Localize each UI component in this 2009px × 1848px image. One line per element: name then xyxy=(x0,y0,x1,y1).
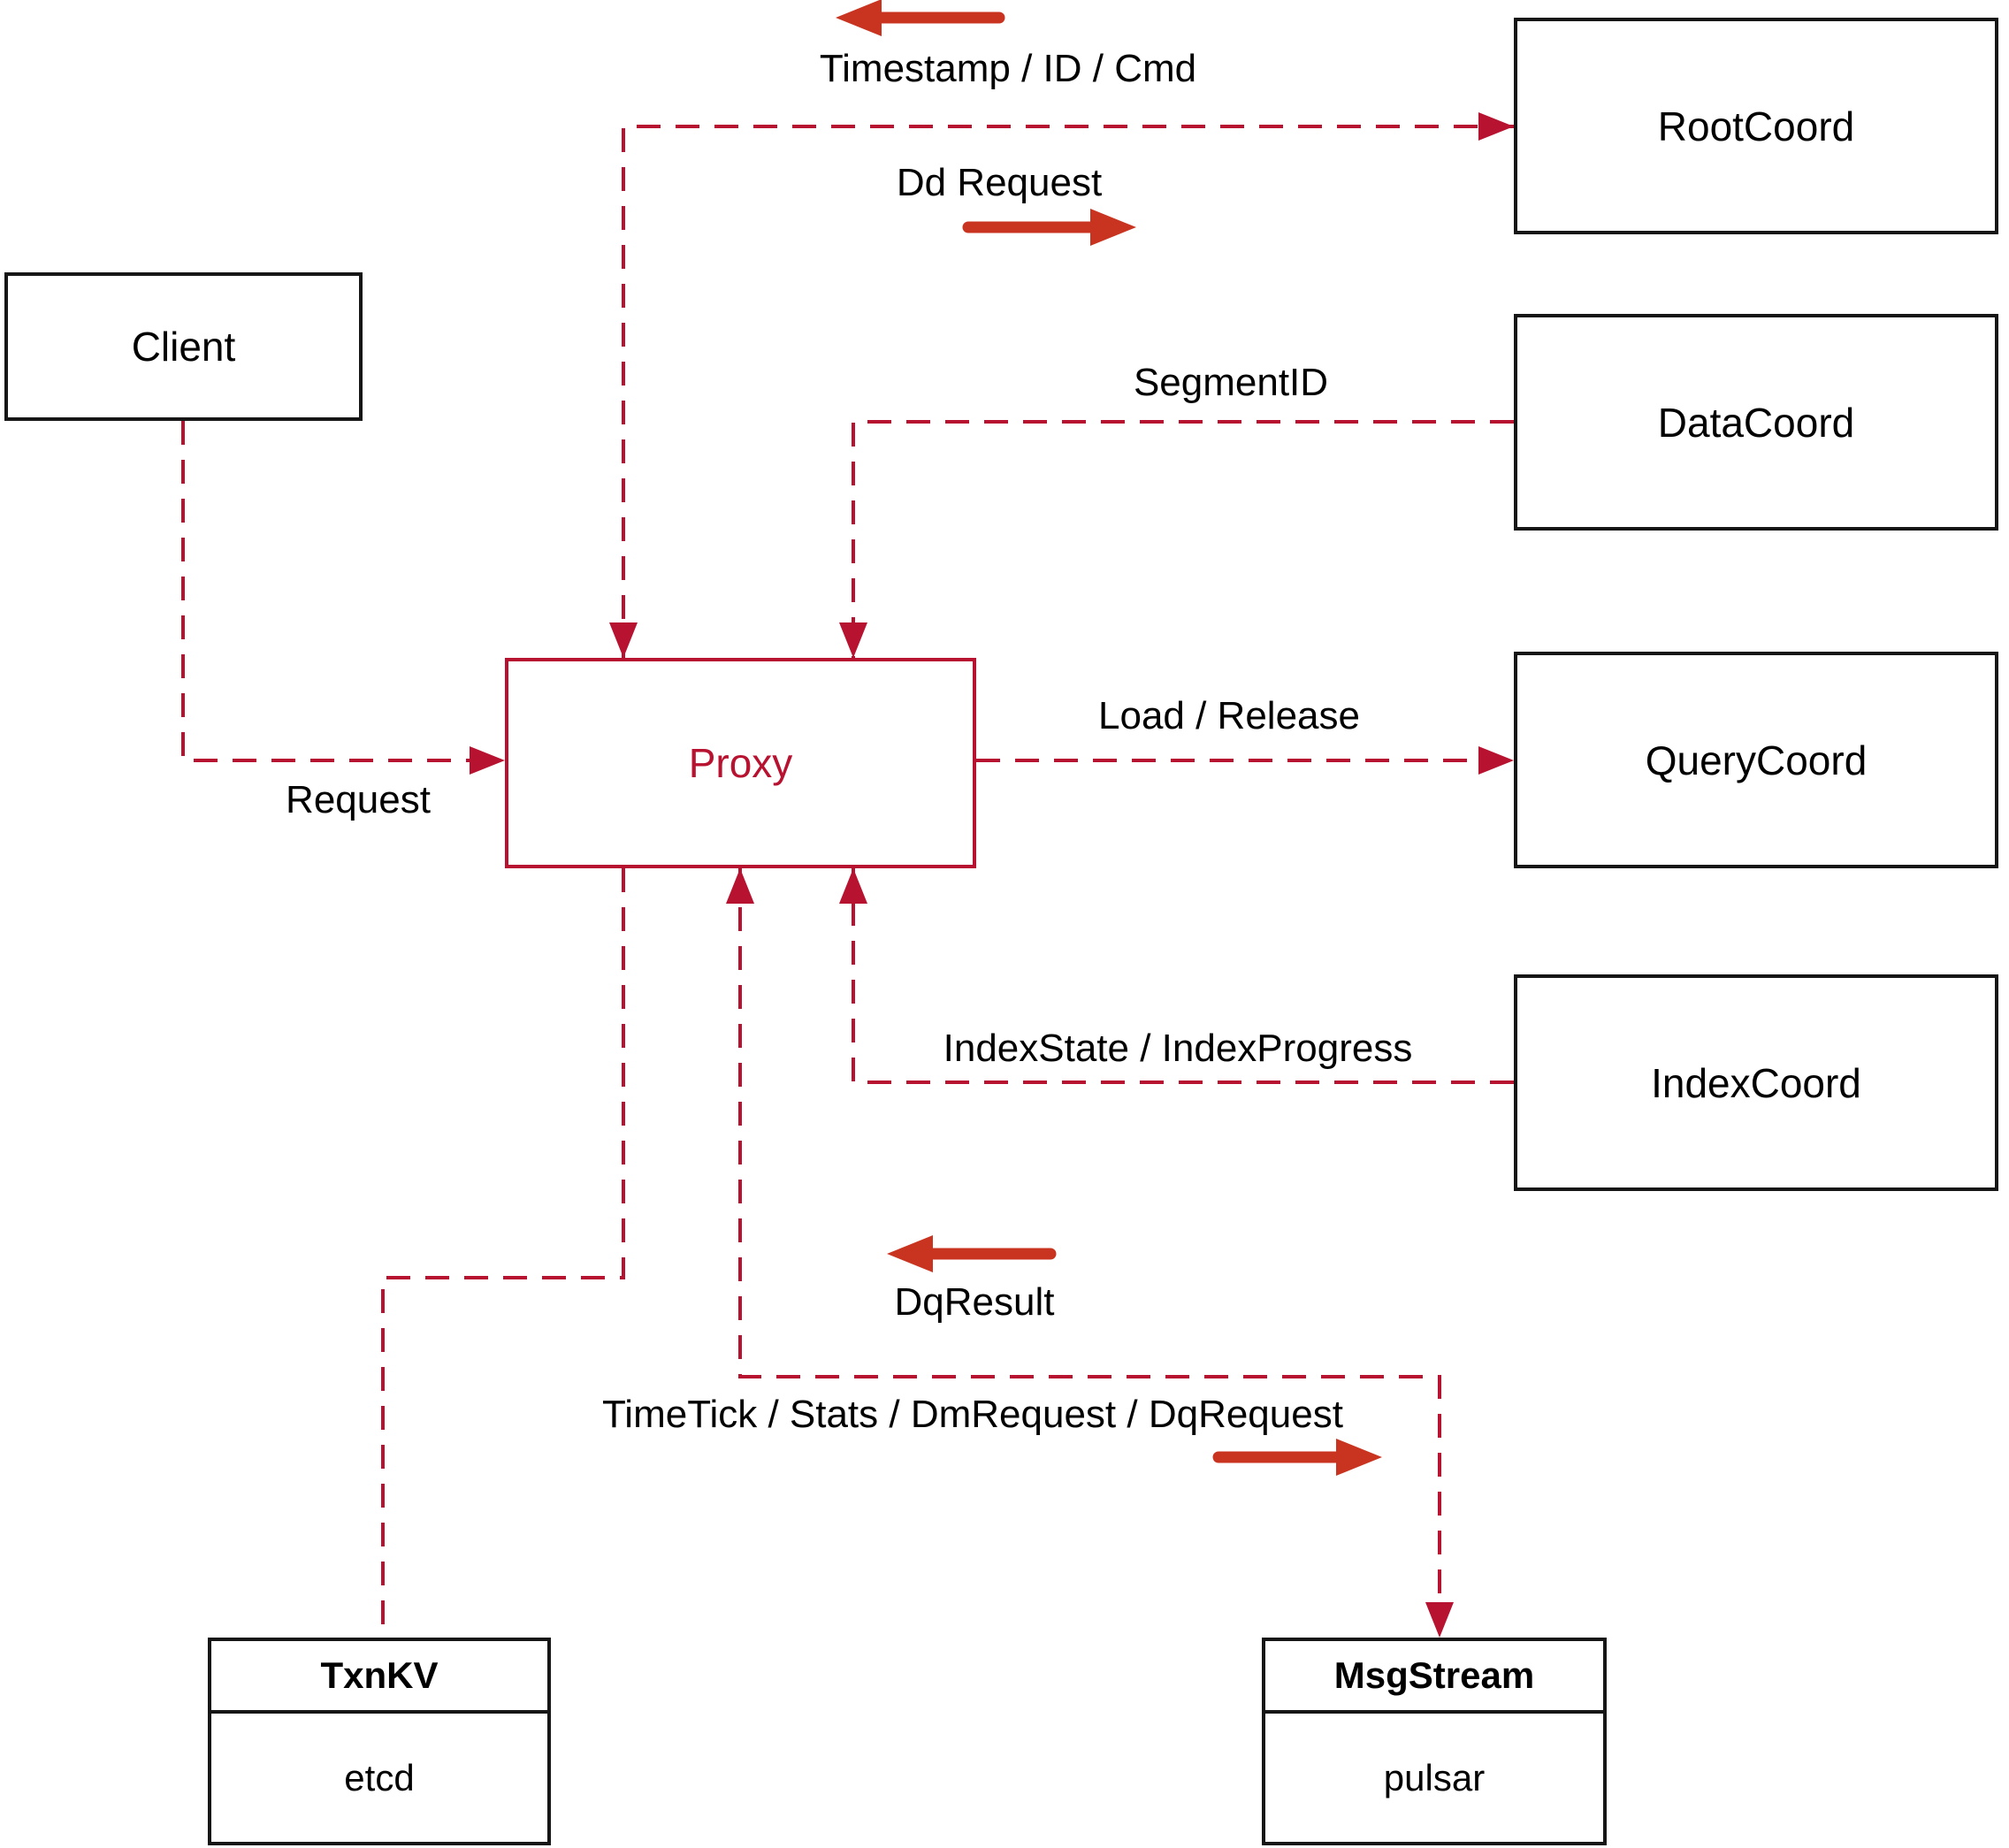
node-msgstream-subtitle: pulsar xyxy=(1383,1756,1486,1798)
label-segmentid: SegmentID xyxy=(1133,361,1329,404)
dqresult-direction-arrow xyxy=(887,1235,933,1272)
node-indexcoord: IndexCoord xyxy=(1514,974,1998,1191)
edge-client-to-proxy-arrowhead xyxy=(470,746,505,775)
label-load-release: Load / Release xyxy=(1098,694,1360,737)
node-txnkv: TxnKV etcd xyxy=(208,1638,551,1845)
edge-datacoord-to-proxy xyxy=(852,420,1514,658)
label-timetick: TimeTick / Stats / DmRequest / DqRequest xyxy=(602,1393,1343,1436)
edge-proxy-txnkv xyxy=(381,868,625,1638)
label-indexstate: IndexState / IndexProgress xyxy=(943,1027,1413,1070)
node-msgstream-title: MsgStream xyxy=(1265,1641,1603,1714)
node-rootcoord-label: RootCoord xyxy=(1657,103,1855,149)
node-proxy: Proxy xyxy=(505,658,976,868)
label-dqresult: DqResult xyxy=(894,1280,1055,1324)
label-dd-request: Dd Request xyxy=(896,161,1103,204)
node-msgstream: MsgStream pulsar xyxy=(1262,1638,1607,1845)
edge-client-to-proxy xyxy=(181,421,505,762)
node-proxy-label: Proxy xyxy=(688,740,793,786)
edge-proxy-rootcoord xyxy=(622,125,1514,658)
dd-request-direction-arrow xyxy=(1090,209,1136,246)
timestamp-direction-arrow xyxy=(836,0,882,36)
label-request: Request xyxy=(286,778,431,821)
edge-proxy-to-querycoord-arrowhead xyxy=(1478,746,1514,775)
timetick-direction-arrow xyxy=(1336,1439,1382,1476)
node-rootcoord: RootCoord xyxy=(1514,18,1998,234)
edge-indexcoord-to-proxy-arrowhead xyxy=(839,868,867,904)
node-indexcoord-label: IndexCoord xyxy=(1651,1059,1861,1106)
edge-proxy-rootcoord-arrowhead xyxy=(1478,112,1514,141)
node-querycoord: QueryCoord xyxy=(1514,652,1998,868)
label-timestamp: Timestamp / ID / Cmd xyxy=(819,47,1197,90)
node-datacoord-label: DataCoord xyxy=(1657,399,1855,446)
edge-proxy-msgstream-arrowhead xyxy=(726,868,754,904)
node-txnkv-subtitle: etcd xyxy=(344,1756,415,1798)
node-querycoord-label: QueryCoord xyxy=(1645,737,1868,783)
node-client: Client xyxy=(4,272,363,421)
edge-datacoord-to-proxy-arrowhead xyxy=(839,622,867,658)
node-client-label: Client xyxy=(131,324,236,370)
edge-proxy-msgstream xyxy=(738,868,1441,1638)
node-txnkv-title: TxnKV xyxy=(211,1641,547,1714)
edge-proxy-msgstream-arrowhead xyxy=(1425,1602,1454,1638)
node-datacoord: DataCoord xyxy=(1514,314,1998,531)
edge-proxy-rootcoord-arrowhead xyxy=(609,622,638,658)
